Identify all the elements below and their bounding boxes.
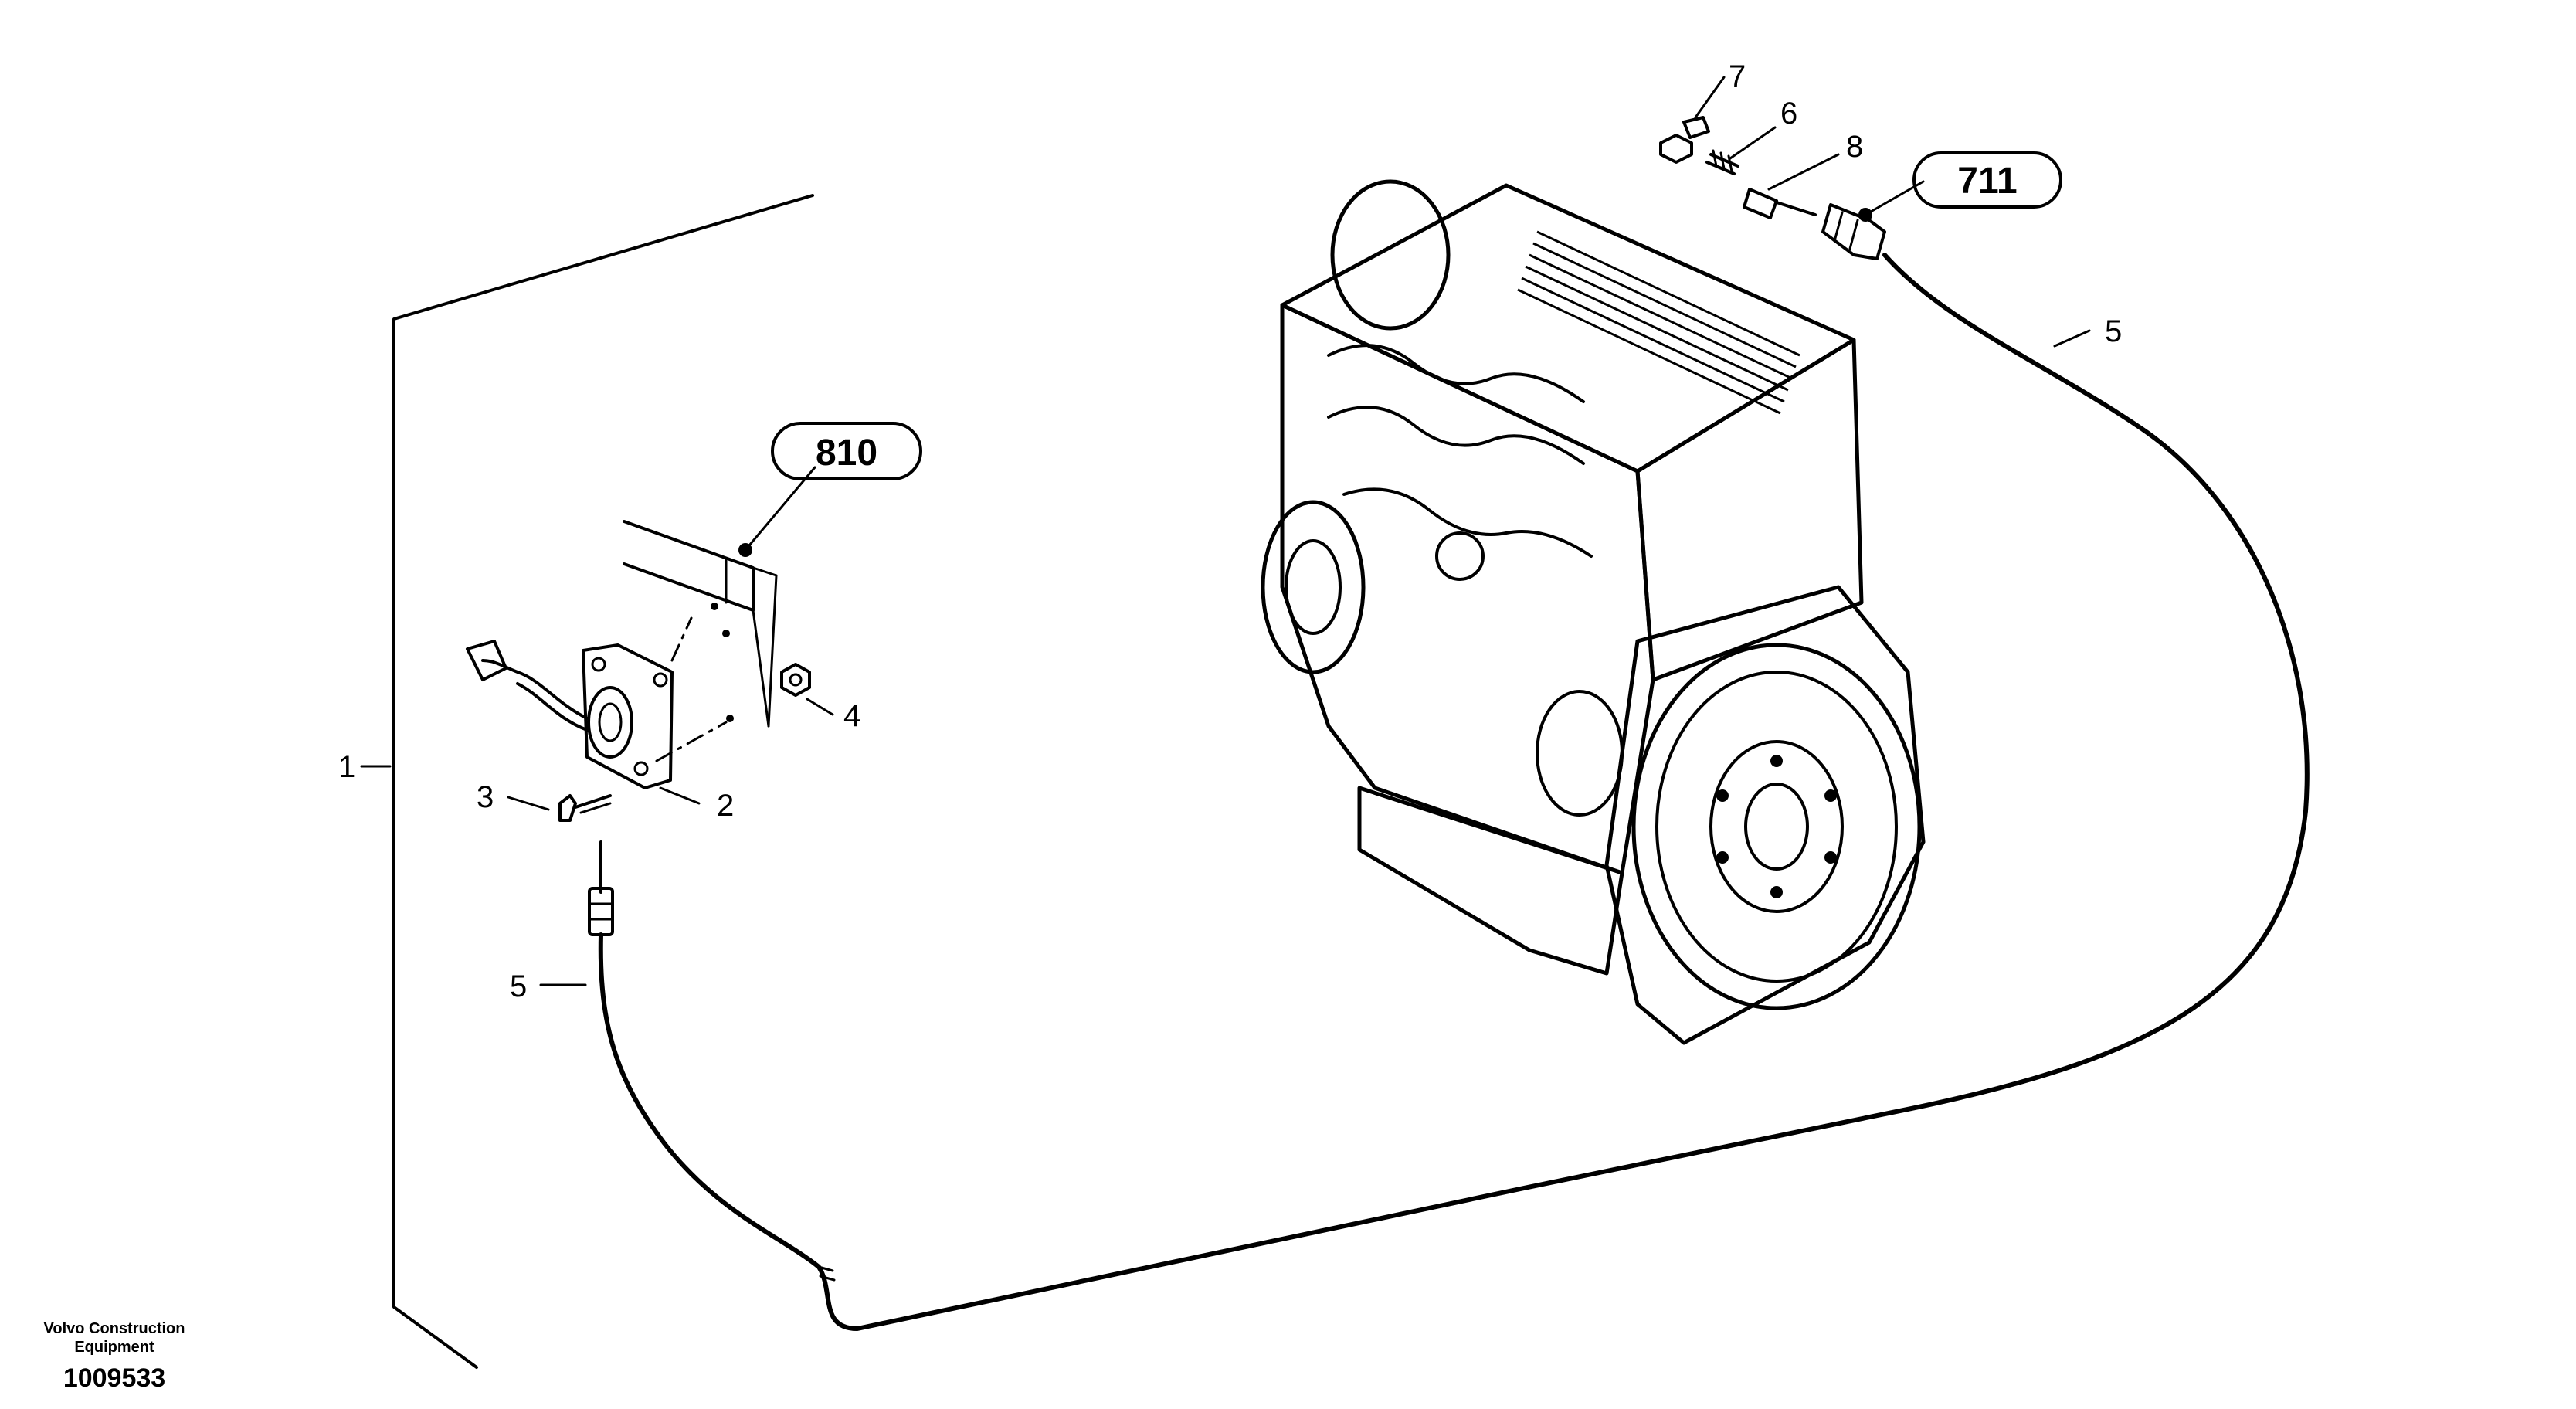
nut bbox=[780, 663, 811, 697]
ref-810-label: 810 bbox=[816, 433, 877, 474]
maker-line-1: Volvo Construction bbox=[44, 1320, 185, 1337]
engine bbox=[1261, 179, 1926, 1045]
callout-8: 8 bbox=[1846, 130, 1863, 164]
sensor-plate bbox=[466, 616, 728, 789]
ref-bubble-810[interactable]: 810 bbox=[771, 422, 922, 480]
mounting-bracket bbox=[623, 520, 778, 728]
callout-4: 4 bbox=[843, 699, 860, 733]
callout-2: 2 bbox=[717, 789, 734, 823]
ref-711-label: 711 bbox=[1957, 161, 2017, 202]
ref-bubble-711[interactable]: 711 bbox=[1912, 151, 2062, 209]
callout-7: 7 bbox=[1729, 59, 1746, 93]
callout-1: 1 bbox=[338, 750, 355, 784]
maker-line-2: Equipment bbox=[74, 1339, 154, 1356]
callout-5-upper: 5 bbox=[2105, 314, 2122, 348]
footer: Volvo Construction Equipment 1009533 bbox=[44, 1320, 185, 1393]
drawing-number: 1009533 bbox=[63, 1363, 165, 1393]
callout-5-lower: 5 bbox=[510, 969, 527, 1003]
callout-6: 6 bbox=[1780, 97, 1797, 131]
screw bbox=[558, 794, 612, 822]
sensor-cable bbox=[588, 253, 2310, 1331]
callout-labels: 1 2 3 4 5 5 6 7 8 bbox=[338, 59, 2122, 1003]
callout-leaders bbox=[360, 76, 2091, 986]
callout-3: 3 bbox=[477, 780, 494, 814]
fittings bbox=[1659, 116, 1886, 260]
panel-outline bbox=[392, 194, 814, 1369]
